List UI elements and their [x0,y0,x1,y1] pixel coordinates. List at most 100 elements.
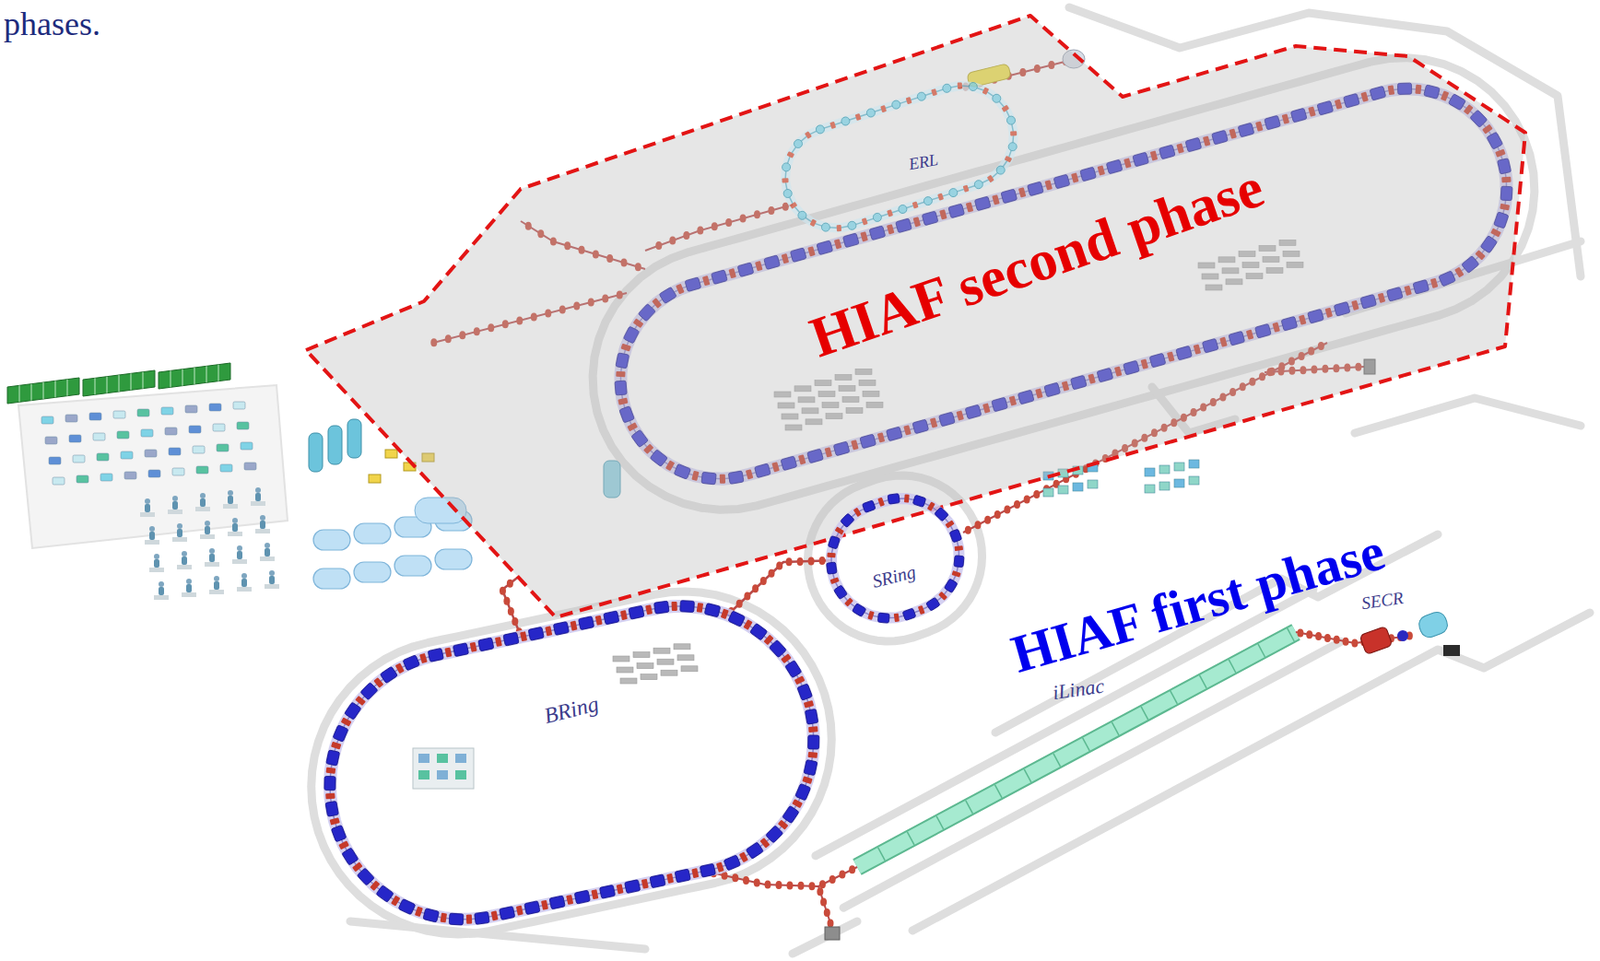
workstation [153,581,169,600]
quadrupole-magnet [808,557,815,566]
dashed-boundary [305,15,1526,618]
dipole-magnet [792,137,805,150]
dipole-magnet [574,890,590,905]
quadrupole-magnet [829,875,836,884]
operator-body [149,531,155,541]
device-icon [141,429,153,437]
workstation [181,578,197,598]
device-icon [236,422,249,430]
control-unit [1058,485,1069,495]
cryomodule-joint [1287,628,1295,642]
dipole-magnet [840,116,851,127]
dipole-magnet [473,912,490,926]
quadrupole-magnet [1296,628,1304,637]
quadrupole-magnet [819,880,826,889]
dipole-magnet [825,562,836,575]
quadrupole-magnet [753,879,761,888]
workstation [250,487,266,506]
quadrupole-magnet [743,592,751,601]
operator-head [264,542,271,549]
rack [681,666,698,672]
rack [636,663,654,670]
operator-head [232,517,238,524]
solenoid [1397,630,1409,642]
quadrupole-magnet [1004,155,1013,164]
building-outline [1354,398,1581,434]
quadrupole-magnet [519,631,528,642]
quadrupole-magnet [369,881,380,892]
quadrupole-magnet [810,218,818,226]
ring-shape [820,487,971,630]
quadrupole-magnet [804,130,812,140]
cryo-tower [347,419,362,459]
dipole-magnet [528,627,544,642]
quadrupole-magnet [987,174,995,183]
device-icon [216,444,229,452]
cryomodule-joint [1053,753,1061,767]
quadrupole-magnet [691,868,699,879]
transfer-line-magnets [499,579,523,636]
quadrupole-magnet [957,82,963,89]
operator-head [153,553,160,560]
quadrupole-magnet [1010,130,1017,136]
rack [660,670,678,676]
rack-row [612,644,698,684]
ring-tunnel [329,606,814,920]
quadrupole-magnet [808,882,815,891]
dipole-magnet [807,735,819,750]
quadrupole-magnet [1013,500,1021,509]
quadrupole-magnet [787,151,796,159]
dipole-magnet [577,616,594,631]
helium-tank [394,555,432,577]
power-cabinet [158,363,231,389]
desk [223,504,238,509]
quadrupole-magnet [836,224,842,232]
quadrupole-magnet [848,865,856,874]
dipole-magnet [973,178,984,189]
dipole-magnet [968,81,979,92]
dipole-magnet [861,500,876,514]
ring [324,600,820,926]
cryomodule-joint [1111,722,1119,736]
desk [167,509,183,515]
dipole-magnet [949,529,963,543]
quadrupole-magnet [844,598,854,608]
cryomodule-joint [1023,769,1032,783]
quadrupole-magnet [1023,494,1031,504]
quadrupole-magnet [490,911,498,922]
device-icon [124,471,137,480]
dipole-magnet [699,863,716,878]
quadrupole-magnet [953,545,964,552]
power-cabinet [7,377,80,404]
ion-source [1359,610,1460,657]
control-unit [1188,459,1200,469]
dipole-magnet [764,825,783,844]
dipole-magnet [891,99,902,110]
floor-panel [18,385,288,549]
device-icon [52,477,65,485]
quadrupole-magnet [801,776,812,785]
quadrupole-magnet [791,799,803,809]
quadrupole-magnet [390,895,400,907]
dipole-magnet [427,648,444,663]
dipole-magnet [402,655,420,671]
desk [200,534,215,540]
quadrupole-magnet [503,597,510,606]
cryomodule-joint [878,847,886,861]
accelerator-ring: BRing [318,595,825,931]
quadrupole-magnet [330,741,342,751]
quadrupole-magnet [670,601,677,612]
quadrupole-magnet [768,569,776,578]
dipole-magnet [897,203,908,214]
cryomodule-joint [995,785,1003,799]
rack [657,658,674,665]
quadrupole-magnet [780,653,792,664]
dipole-magnet [865,107,876,118]
quadrupole-magnet [829,576,839,585]
quadrupole-magnet [951,570,961,578]
dipole-magnet [325,750,340,766]
quadrupole-magnet [739,852,749,864]
dipole-magnet [781,162,792,173]
dipole-magnet [994,164,1007,177]
beam-pipe [831,498,960,619]
